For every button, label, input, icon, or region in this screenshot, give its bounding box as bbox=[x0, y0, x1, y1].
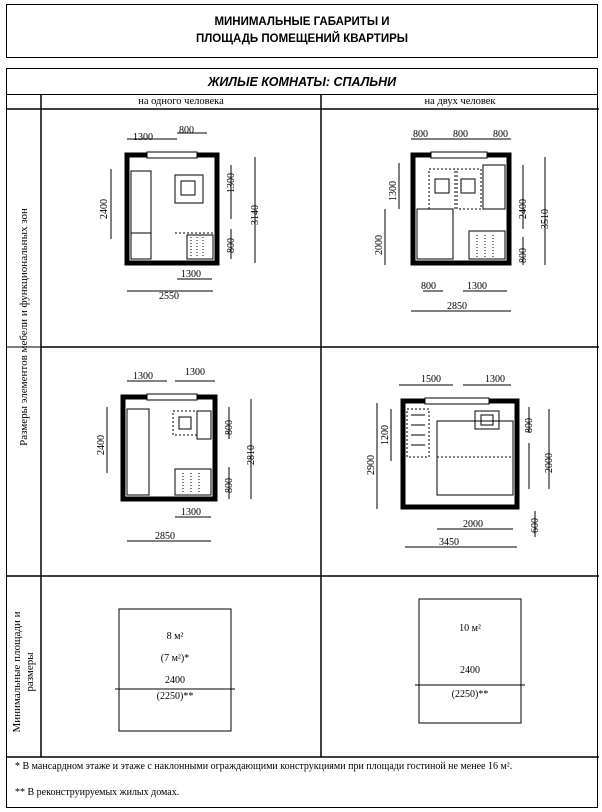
area-one-alt-width: (2250)** bbox=[156, 691, 194, 702]
plan-3-dim-left: 2400 bbox=[96, 435, 107, 455]
plan-3-dim-bottom-inner: 1300 bbox=[181, 507, 201, 518]
plan-2-dim-top-c: 800 bbox=[493, 129, 508, 140]
plan-2-dim-bottom-total: 2850 bbox=[447, 301, 467, 312]
plan-4-dim-top-b: 1300 bbox=[485, 374, 505, 385]
plan-1-walls bbox=[124, 151, 220, 266]
plan-3-dim-right-b: 800 bbox=[224, 478, 235, 493]
plan-2-dim-bottom-b: 1300 bbox=[467, 281, 487, 292]
plan-3-dim-top-b: 1300 bbox=[185, 367, 205, 378]
plan-4-dim-left-a: 1200 bbox=[380, 425, 391, 445]
plan-3: 1300 1300 2400 800 800 2810 1300 2850 bbox=[96, 367, 257, 542]
area-schema-one bbox=[115, 608, 235, 732]
plan-1-dim-bottom-total: 2550 bbox=[159, 291, 179, 302]
column-header-two-persons: на двух человек bbox=[424, 96, 496, 107]
plan-1-dim-top-b: 800 bbox=[179, 125, 194, 136]
plan-1: 1300 800 2400 1300 800 3140 1300 2550 bbox=[99, 125, 261, 302]
plan-2-dim-right-total: 3510 bbox=[540, 209, 551, 229]
area-one-alt-value: (7 м²)* bbox=[160, 653, 190, 664]
header-line-1: МИНИМАЛЬНЫЕ ГАБАРИТЫ И bbox=[214, 16, 390, 28]
plan-4-walls bbox=[400, 397, 520, 510]
bedrooms-table: ЖИЛЫЕ КОМНАТЫ: СПАЛЬНИ на одного человек… bbox=[6, 68, 599, 808]
area-schema-two bbox=[415, 598, 525, 724]
footnote-2: ** В реконструируемых жилых домах. bbox=[15, 787, 180, 798]
area-one-width: 2400 bbox=[165, 675, 185, 686]
plan-2: 800 800 800 1300 2000 2400 800 3510 800 … bbox=[374, 129, 551, 312]
plan-2-dim-lines bbox=[384, 138, 546, 312]
plan-3-dim-bottom-total: 2850 bbox=[155, 531, 175, 542]
area-two-value: 10 м² bbox=[459, 623, 481, 634]
plan-1-dim-right-a: 1300 bbox=[226, 173, 237, 193]
column-header-one-person: на одного человека bbox=[138, 96, 224, 107]
plan-4-dim-right-a: 800 bbox=[524, 418, 535, 433]
plan-2-dim-top-b: 800 bbox=[453, 129, 468, 140]
plan-3-dim-right-a: 800 bbox=[224, 420, 235, 435]
plan-2-dim-right-a: 2400 bbox=[518, 199, 529, 219]
plan-3-dim-right-total: 2810 bbox=[246, 445, 257, 465]
plan-2-dim-left-bottom: 2000 bbox=[374, 235, 385, 255]
plan-1-dim-top-a: 1300 bbox=[133, 132, 153, 143]
plan-1-dim-bottom-inner: 1300 bbox=[181, 269, 201, 280]
plan-1-dim-right-b: 800 bbox=[226, 238, 237, 253]
area-two-alt-width: (2250)** bbox=[451, 689, 489, 700]
plan-2-walls bbox=[410, 151, 512, 266]
plan-2-dim-top-a: 800 bbox=[413, 129, 428, 140]
plan-3-dim-top-a: 1300 bbox=[133, 371, 153, 382]
plan-4: 1500 1300 1200 2900 800 2000 600 2000 34… bbox=[366, 374, 555, 548]
header-line-2: ПЛОЩАДЬ ПОМЕЩЕНИЙ КВАРТИРЫ bbox=[195, 33, 409, 45]
page-header: МИНИМАЛЬНЫЕ ГАБАРИТЫ И ПЛОЩАДЬ ПОМЕЩЕНИЙ… bbox=[6, 4, 598, 58]
plan-4-dim-right-c: 600 bbox=[530, 518, 541, 533]
table-grid bbox=[7, 95, 599, 758]
plan-1-dim-left: 2400 bbox=[99, 199, 110, 219]
section-title: ЖИЛЫЕ КОМНАТЫ: СПАЛЬНИ bbox=[7, 69, 597, 95]
plan-1-dim-lines bbox=[110, 132, 256, 292]
area-two-width: 2400 bbox=[460, 665, 480, 676]
area-one-value: 8 м² bbox=[166, 631, 184, 642]
plan-3-dim-lines bbox=[106, 380, 252, 542]
plan-4-dim-left-total: 2900 bbox=[366, 455, 377, 475]
plan-2-dim-left-top: 1300 bbox=[388, 181, 399, 201]
footnote-1: * В мансардном этаже и этаже с наклонным… bbox=[15, 761, 513, 772]
plan-4-dim-top-a: 1500 bbox=[421, 374, 441, 385]
plan-4-dim-bottom-total: 3450 bbox=[439, 537, 459, 548]
plan-2-dim-right-b: 800 bbox=[518, 248, 529, 263]
plan-4-dim-right-b: 2000 bbox=[544, 453, 555, 473]
plan-2-dim-bottom-a: 800 bbox=[421, 281, 436, 292]
plan-4-dim-lines bbox=[376, 384, 550, 548]
plan-4-dim-bottom-inner: 2000 bbox=[463, 519, 483, 530]
plan-3-walls bbox=[120, 393, 218, 502]
plan-1-dim-right-total: 3140 bbox=[250, 205, 261, 225]
